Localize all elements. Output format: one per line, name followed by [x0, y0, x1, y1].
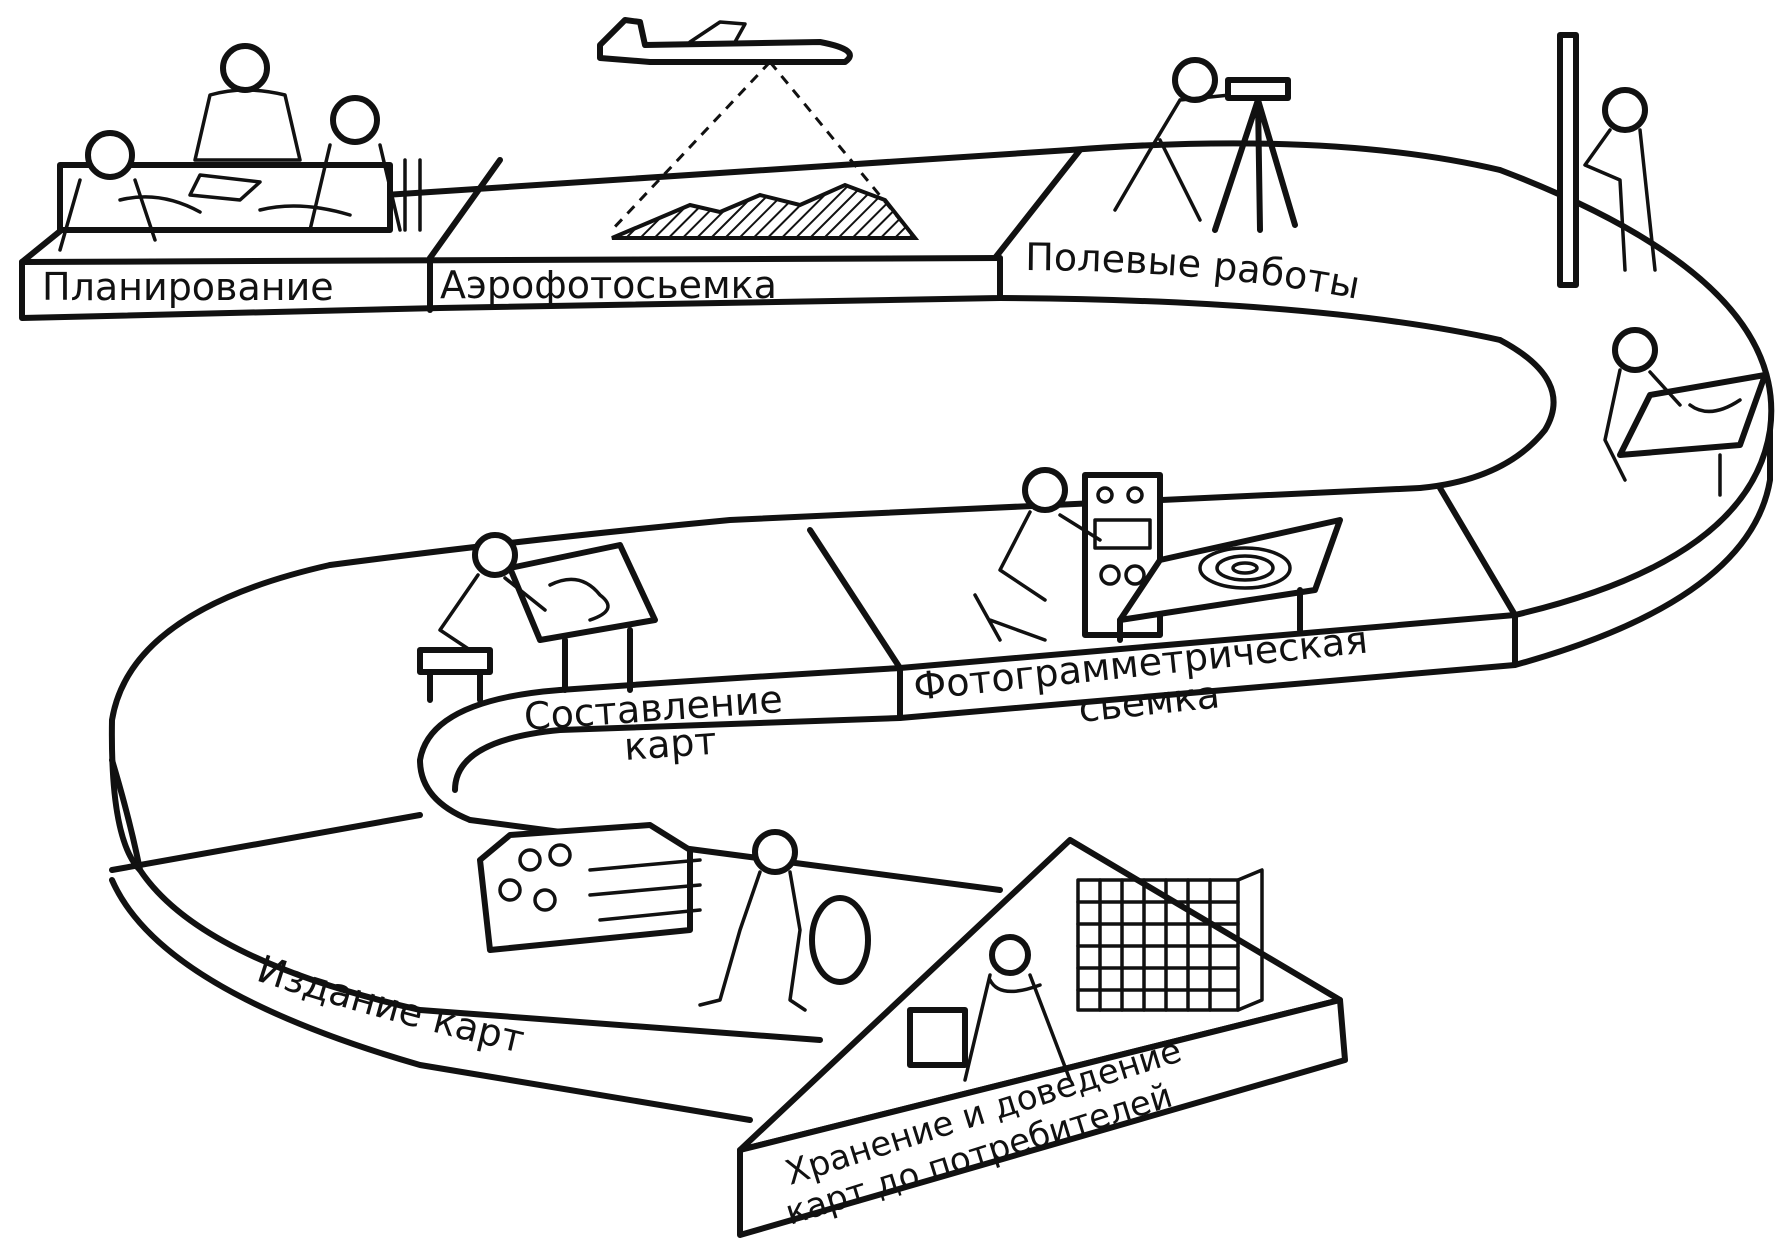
label-publishing: Издание карт [252, 947, 528, 1062]
airplane-icon [597, 17, 853, 65]
storage-pavilion [737, 837, 1348, 1238]
ribbon-road [19, 140, 1775, 1123]
planning-scene-icon [57, 43, 422, 252]
drafter-icon [1603, 327, 1768, 497]
terrain-icon [611, 182, 920, 240]
label-aerial: Аэрофотосьемка [440, 263, 777, 307]
clerk-figure [907, 934, 1072, 1082]
photogrammetry-icon [973, 467, 1343, 643]
label-compilation-line2: карт [623, 719, 718, 769]
shelf-rack [1076, 868, 1264, 1012]
publishing-icon [477, 822, 871, 1012]
map-compilation-icon [417, 532, 658, 703]
aerial-survey-icon [597, 17, 920, 240]
label-planning: Планирование [42, 265, 334, 309]
field-works-icon [1113, 32, 1657, 288]
